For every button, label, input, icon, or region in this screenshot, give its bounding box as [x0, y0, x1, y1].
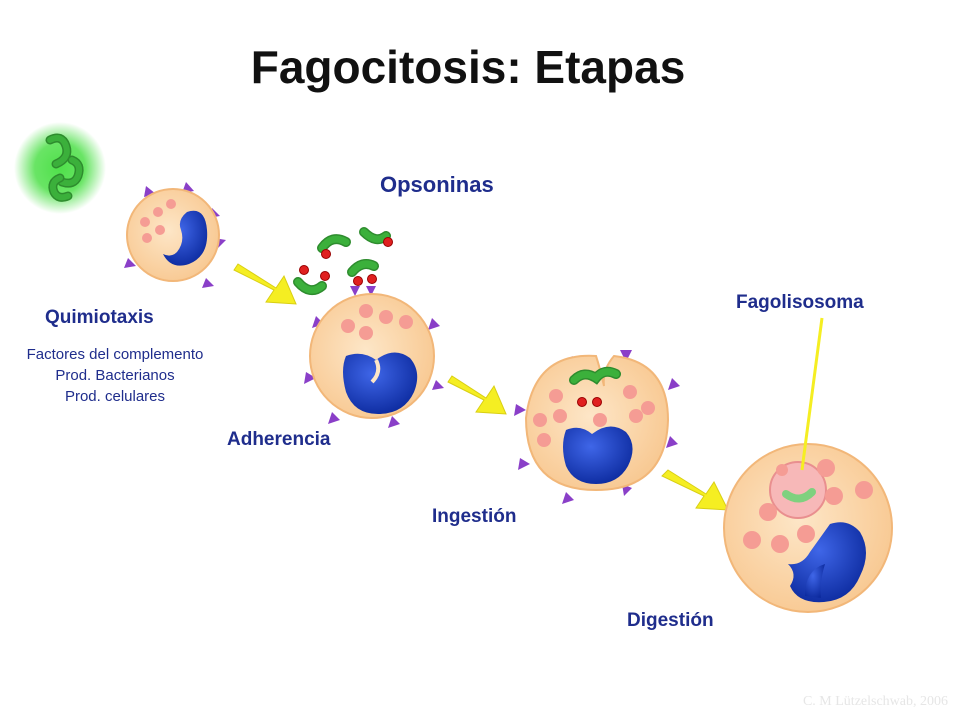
- chemotaxis-factors: Factores del complemento Prod. Bacterian…: [0, 344, 230, 407]
- phagolysosome: [769, 461, 827, 519]
- arrow-2: [447, 375, 507, 415]
- adherencia-label: Adherencia: [227, 429, 331, 450]
- opsoninas-label: Opsoninas: [380, 172, 494, 197]
- credit: C. M Lützelschwab, 2006: [802, 694, 948, 709]
- bacteria-cluster: [14, 122, 106, 214]
- digestion-label: Digestión: [627, 610, 714, 631]
- page-title: Fagocitosis: Etapas: [250, 41, 686, 93]
- cell-adherencia: [304, 286, 444, 428]
- ingestion-label: Ingestión: [432, 506, 517, 527]
- cell-quimiotaxis: [124, 182, 226, 288]
- arrow-1: [233, 263, 297, 305]
- factor-item: Prod. celulares: [64, 388, 166, 405]
- opsonized-bacteria: [293, 227, 393, 296]
- cell-digestion: [723, 443, 893, 613]
- fagolisosoma-label: Fagolisosoma: [736, 292, 864, 313]
- factor-item: Factores del complemento: [26, 346, 204, 363]
- arrow-3: [661, 469, 729, 511]
- fagolisosoma-pointer: [800, 317, 824, 471]
- factor-item: Prod. Bacterianos: [55, 367, 175, 384]
- quimiotaxis-label: Quimiotaxis: [45, 307, 154, 328]
- cell-ingestion: [514, 350, 680, 504]
